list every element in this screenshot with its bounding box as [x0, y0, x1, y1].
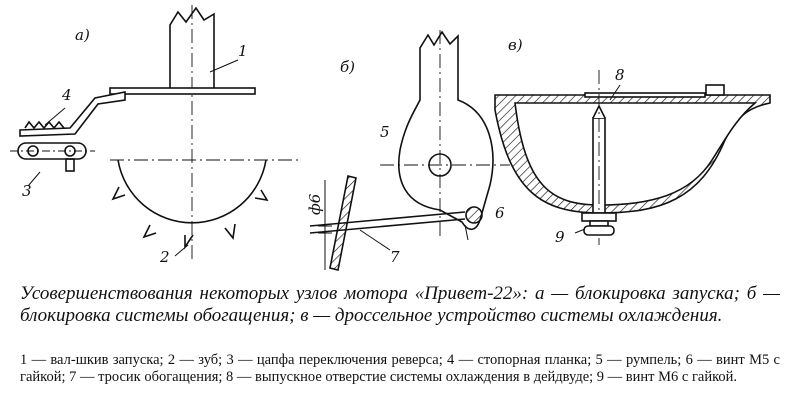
panel-v-drawing — [494, 70, 771, 245]
callout-5: 5 — [380, 123, 390, 141]
callout-8: 8 — [615, 66, 625, 84]
panel-label-v: в) — [508, 36, 523, 54]
panel-b-drawing — [309, 30, 510, 271]
technical-drawing: а) 1 2 3 4 б) 5 6 7 ф6 в) 8 9 — [10, 5, 771, 271]
callout-7: 7 — [390, 248, 400, 266]
panel-a-drawing — [10, 5, 300, 260]
panel-label-a: а) — [75, 26, 90, 44]
callout-2: 2 — [159, 248, 170, 266]
panel-label-b: б) — [340, 58, 355, 76]
callout-6: 6 — [495, 204, 505, 222]
figure-legend: 1 — вал-шкив запуска; 2 — зуб; 3 — цапфа… — [20, 352, 780, 385]
callout-1: 1 — [238, 42, 248, 60]
figure-caption: Усовершенствования некоторых узлов мотор… — [20, 283, 780, 326]
callout-4: 4 — [61, 86, 72, 104]
callout-3: 3 — [22, 182, 32, 200]
dimension-label: ф6 — [306, 193, 324, 215]
callout-9: 9 — [555, 228, 565, 246]
